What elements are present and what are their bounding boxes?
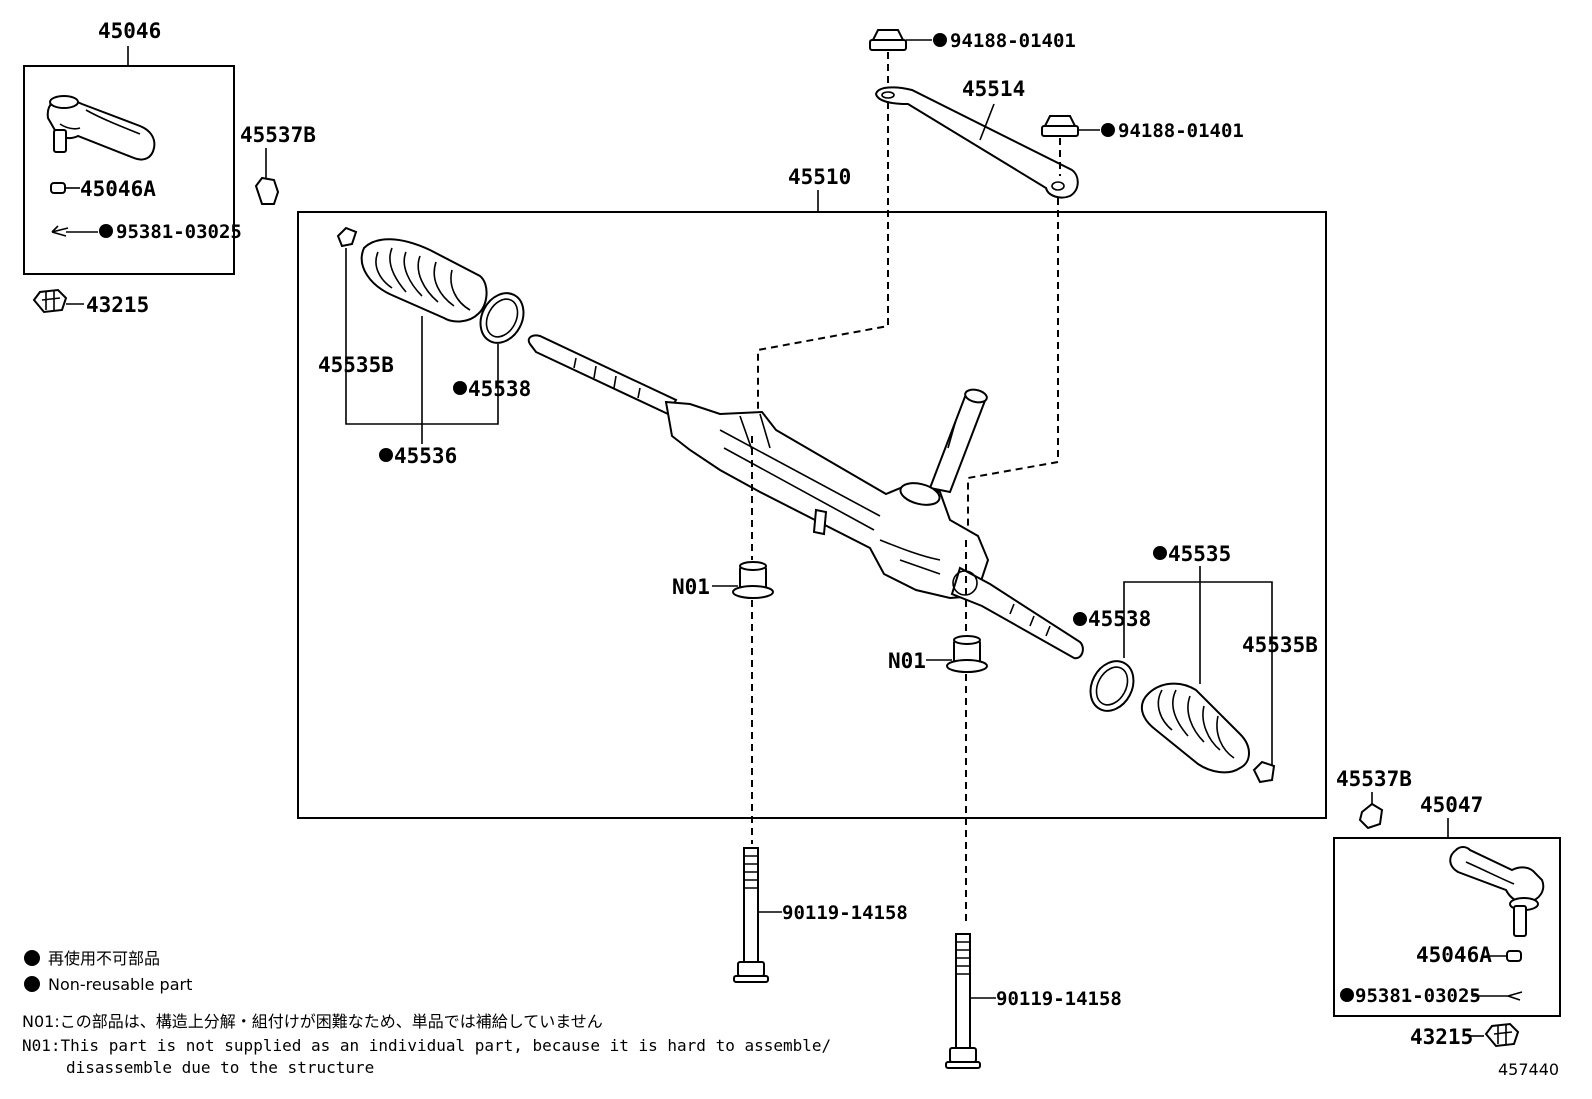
nut-lh-group: 43215 [32, 288, 149, 317]
legend-en: Non-reusable part [48, 975, 192, 994]
bolt-lh-group: 90119-14158 [733, 847, 908, 983]
label-N01-lh[interactable]: N01 [672, 575, 710, 599]
note-jp: N01:この部品は、構造上分解・組付けが困難なため、単品では補給していません [22, 1012, 603, 1031]
tie-rod-end-rh-group: 45047 45046A 95381-03025 [1333, 793, 1561, 1017]
bolt-shank [743, 847, 759, 963]
tie-rod-end-lh-drawing [46, 95, 156, 161]
rack-rod-rh [950, 566, 1084, 660]
label-45535B-lh[interactable]: 45535B [318, 353, 394, 377]
cotter-pin-icon [51, 225, 69, 237]
lock-nut-icon [1358, 802, 1384, 830]
label-45535B-rh[interactable]: 45535B [1242, 633, 1318, 657]
label-90119-14158-rh[interactable]: 90119-14158 [996, 988, 1122, 1010]
label-43215-lh[interactable]: 43215 [86, 293, 149, 317]
label-45514[interactable]: 45514 [962, 77, 1025, 101]
rack-boot-rh [1140, 682, 1250, 774]
pinion-shaft [928, 392, 988, 494]
non-reusable-marker [1153, 546, 1167, 560]
cap-icon [1506, 950, 1522, 962]
label-45046A-rh[interactable]: 45046A [1416, 943, 1492, 967]
label-45538-lh[interactable]: 45538 [468, 377, 531, 401]
label-45535[interactable]: 45535 [1168, 542, 1231, 566]
rh-boot-group: 45535 45538 45535B [1073, 542, 1318, 784]
label-95381-03025-lh[interactable]: 95381-03025 [116, 221, 242, 243]
non-reusable-legend-marker [24, 976, 40, 992]
non-reusable-marker [933, 33, 947, 47]
rack-boot-lh [360, 238, 488, 323]
non-reusable-marker [379, 448, 393, 462]
label-45537B-lh[interactable]: 45537B [240, 123, 316, 147]
lh-boot-group: 45535B 45538 45536 [318, 226, 531, 468]
clamp-icon [1252, 760, 1276, 784]
steering-gear-assy-box [297, 211, 1327, 819]
label-45538-rh[interactable]: 45538 [1088, 607, 1151, 631]
castle-nut-icon [1484, 1022, 1520, 1048]
bushing-lh-group: N01 [672, 436, 774, 844]
legend-jp: 再使用不可部品 [48, 949, 160, 968]
label-90119-14158-lh[interactable]: 90119-14158 [782, 902, 908, 924]
non-reusable-marker [1340, 988, 1354, 1002]
rack-rod-lh [527, 334, 678, 416]
castle-nut-icon [32, 288, 68, 314]
label-94188-01401-a[interactable]: 94188-01401 [950, 30, 1076, 52]
nut-rh-group: 43215 [1410, 1022, 1520, 1049]
label-45047[interactable]: 45047 [1420, 793, 1483, 817]
ring-lh [479, 292, 525, 344]
bushing-rh-group: N01 [888, 540, 988, 922]
label-45046A-lh[interactable]: 45046A [80, 177, 156, 201]
cap-icon [50, 182, 66, 194]
note-en-line2: disassemble due to the structure [66, 1058, 374, 1077]
cotter-pin-icon [1507, 991, 1523, 1001]
bracket-bar [874, 86, 1079, 199]
tie-rod-end-rh-box [1333, 837, 1561, 1017]
label-N01-rh[interactable]: N01 [888, 649, 926, 673]
non-reusable-marker [1101, 123, 1115, 137]
ring-rh [1089, 660, 1135, 712]
bracket-group: 94188-01401 94188-01401 45514 [757, 29, 1244, 540]
tie-rod-end-lh-group: 45046 45046A 95381-03025 [23, 19, 242, 275]
label-95381-03025-rh[interactable]: 95381-03025 [1355, 985, 1481, 1007]
lock-nut-rh-group: 45537B [1336, 767, 1412, 830]
clamp-icon [336, 226, 358, 248]
label-45046[interactable]: 45046 [98, 19, 161, 43]
label-94188-01401-b[interactable]: 94188-01401 [1118, 120, 1244, 142]
label-45537B-rh[interactable]: 45537B [1336, 767, 1412, 791]
tie-rod-end-rh-drawing [1449, 846, 1545, 937]
legend: 再使用不可部品 Non-reusable part [24, 949, 192, 994]
bolt-shank [955, 933, 971, 1049]
non-reusable-marker [99, 224, 113, 238]
gear-housing [664, 400, 990, 600]
notes: N01:この部品は、構造上分解・組付けが困難なため、単品では補給していません N… [22, 1012, 831, 1077]
label-45536[interactable]: 45536 [394, 444, 457, 468]
lock-nut-lh-group: 45537B [240, 123, 316, 205]
non-reusable-legend-marker [24, 950, 40, 966]
lock-nut-icon [254, 176, 280, 205]
bolt-rh-group: 90119-14158 [945, 933, 1122, 1069]
bolt-head-icon [737, 961, 765, 977]
tie-rod-end-lh-box [23, 65, 235, 275]
bolt-head-icon [949, 1047, 977, 1063]
non-reusable-marker [453, 381, 467, 395]
note-en-line1: N01:This part is not supplied as an indi… [22, 1036, 831, 1055]
illustration-id: 457440 [1498, 1060, 1559, 1079]
steering-gear-assy-group: 45510 45535B 45538 45536 [297, 165, 1327, 922]
label-45510[interactable]: 45510 [788, 165, 851, 189]
non-reusable-marker [1073, 612, 1087, 626]
rack-housing [527, 334, 1084, 660]
label-43215-rh[interactable]: 43215 [1410, 1025, 1473, 1049]
